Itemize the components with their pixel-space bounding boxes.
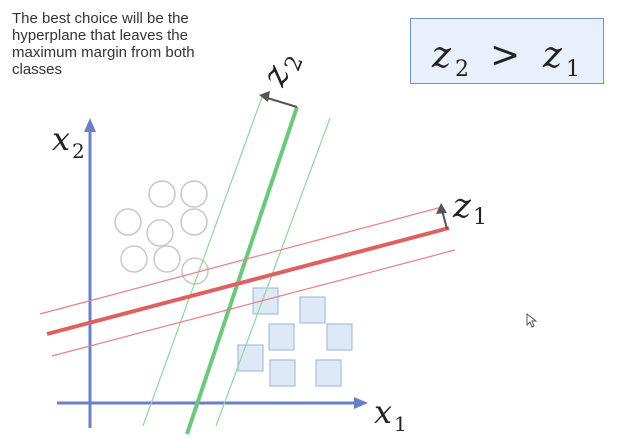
formula-left-sub: 2 (455, 57, 469, 82)
circle-point (148, 180, 176, 208)
green-margin-left (142, 96, 263, 427)
square-point (315, 359, 342, 387)
class-a-circles (114, 180, 209, 285)
formula-box (410, 18, 604, 84)
red-margin-bottom (51, 249, 456, 357)
red-margin-top (39, 206, 443, 315)
x-axis-label-sub: 1 (394, 412, 407, 436)
circle-point (180, 180, 208, 208)
green-hyperplane (185, 106, 299, 435)
circle-point (114, 208, 142, 236)
z2-label: z 2 (254, 52, 309, 92)
circle-point (180, 208, 208, 236)
cursor-icon (526, 312, 538, 328)
z2-arrowhead (259, 91, 270, 102)
red-hyperplane (46, 226, 450, 336)
circle-point (153, 245, 181, 273)
y-axis-label-var: x (52, 120, 70, 158)
caption-line-4: classes (12, 61, 63, 78)
red-hyperplane-group (39, 203, 456, 357)
caption-line-1: The best choice will be the (12, 10, 189, 27)
square-point (326, 323, 353, 351)
formula-left-var: z (431, 35, 452, 76)
green-hyperplane-group (142, 91, 331, 435)
circle-point (120, 245, 148, 273)
square-point (269, 359, 296, 387)
circle-point (146, 219, 174, 247)
z1-arrowhead (436, 203, 447, 214)
formula-operator: > (490, 35, 520, 76)
caption: The best choice will be the hyperplane t… (12, 10, 257, 78)
green-margin-right (215, 117, 331, 427)
formula-right-var: z (542, 35, 563, 76)
y-axis-arrowhead (84, 118, 96, 132)
x-axis-label-var: x (374, 393, 392, 431)
square-point (237, 344, 264, 372)
square-point (299, 296, 326, 324)
caption-line-3: maximum margin from both (12, 44, 195, 61)
formula: z 2 > z 1 (431, 35, 580, 82)
axis-labels: x 2 x 1 (52, 120, 407, 436)
x-axis-arrowhead (354, 397, 368, 409)
caption-line-2: hyperplane that leaves the (12, 27, 188, 44)
z1-label-sub: 1 (473, 205, 487, 230)
y-axis-label-sub: 2 (72, 139, 85, 163)
z1-label-var: z (452, 186, 472, 226)
square-point (268, 323, 295, 351)
circle-point (181, 257, 209, 285)
z2-normal-vector (263, 96, 298, 108)
axes (57, 118, 368, 428)
formula-right-sub: 1 (566, 57, 580, 82)
